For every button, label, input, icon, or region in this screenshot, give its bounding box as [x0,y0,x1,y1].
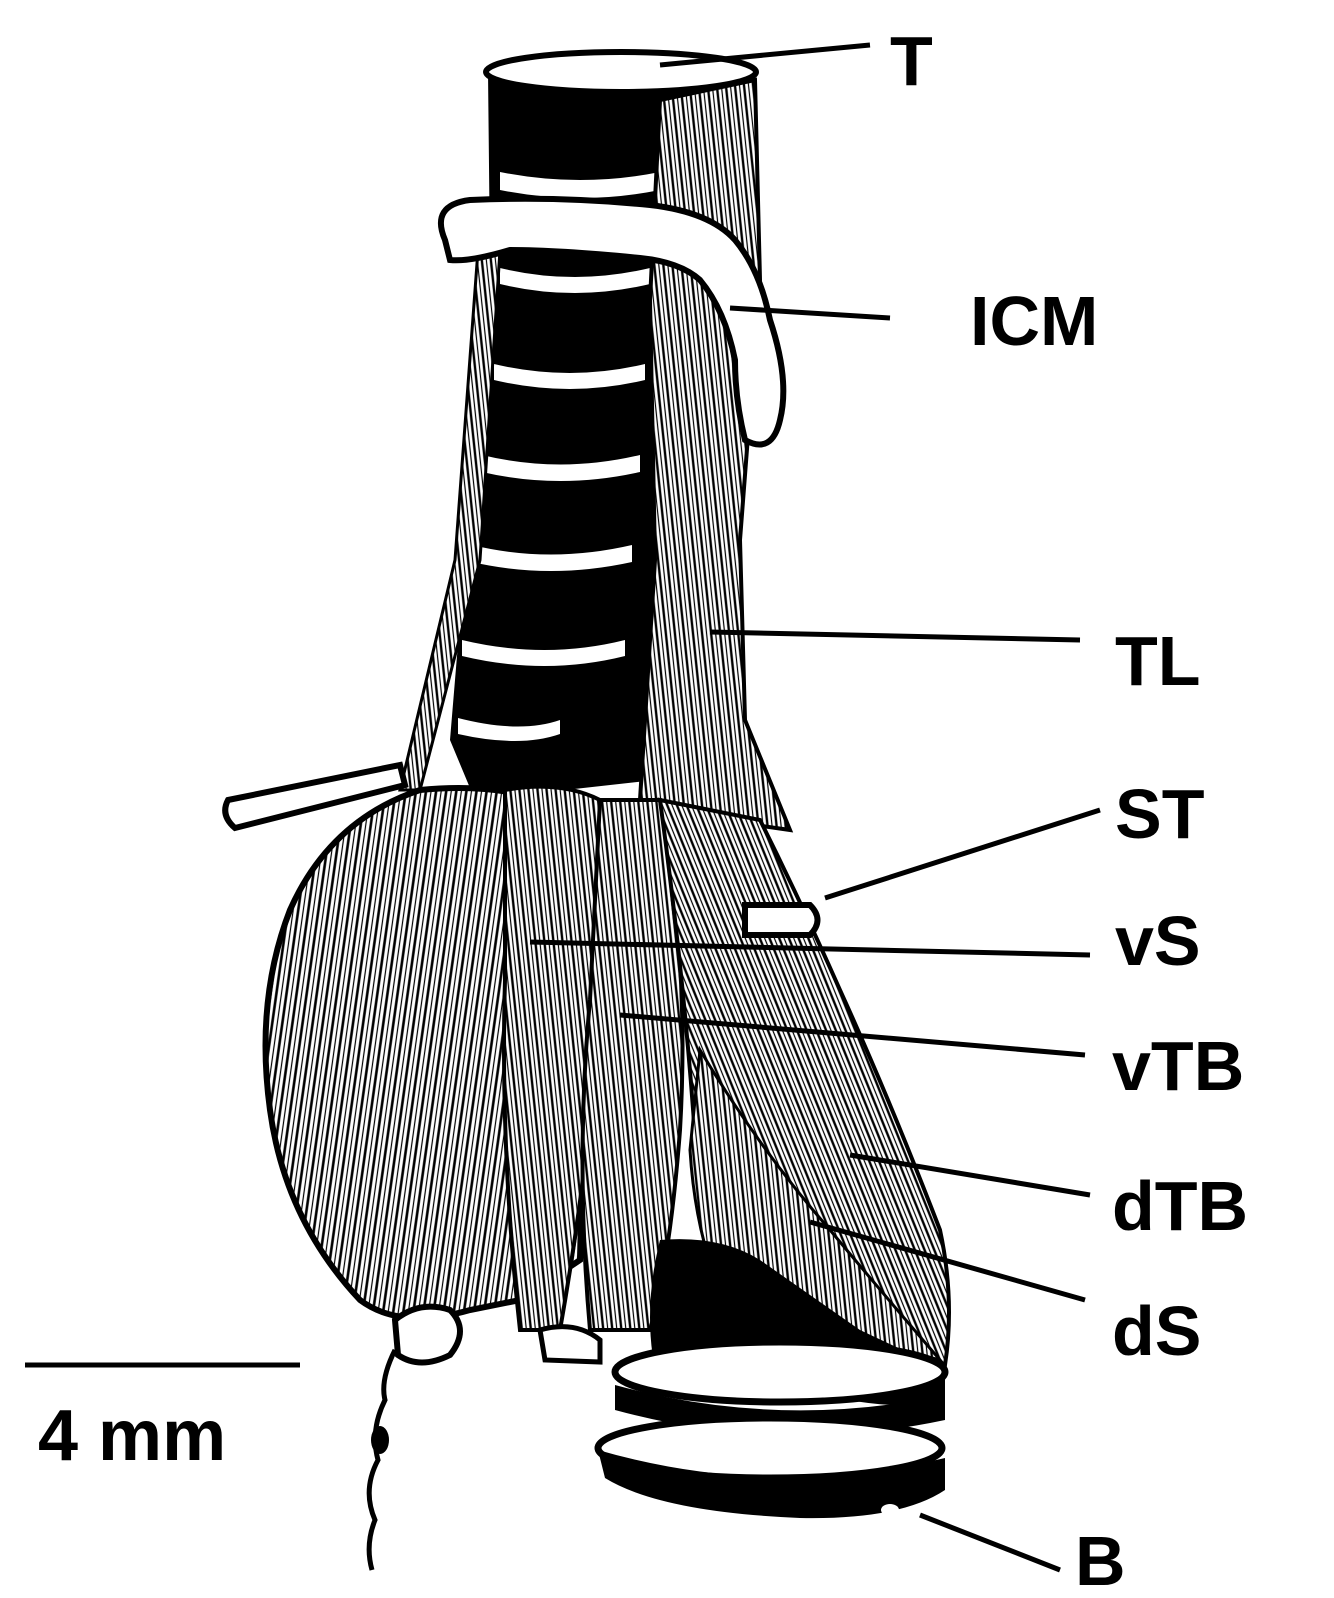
leader-ST [825,810,1100,898]
leader-TL [710,632,1080,640]
scale-bar-label: 4 mm [38,1396,226,1476]
label-T: T [890,22,933,100]
sternotrachealis-right-stub [745,905,818,935]
bottom-left-tissue [369,1307,600,1570]
leader-B [920,1515,1060,1570]
syringeal-muscles [266,787,950,1365]
label-vS: vS [1115,902,1201,980]
label-dS: dS [1112,1292,1201,1370]
scale-bar: 4 mm [25,1365,300,1476]
label-B: B [1075,1522,1126,1598]
tracheolateralis-muscle [640,80,790,830]
label-vTB: vTB [1112,1027,1244,1105]
bronchus-ring-upper [615,1342,945,1402]
label-ST: ST [1115,775,1204,853]
label-dTB: dTB [1112,1167,1248,1245]
label-ICM: ICM [970,282,1098,360]
label-TL: TL [1115,622,1201,700]
